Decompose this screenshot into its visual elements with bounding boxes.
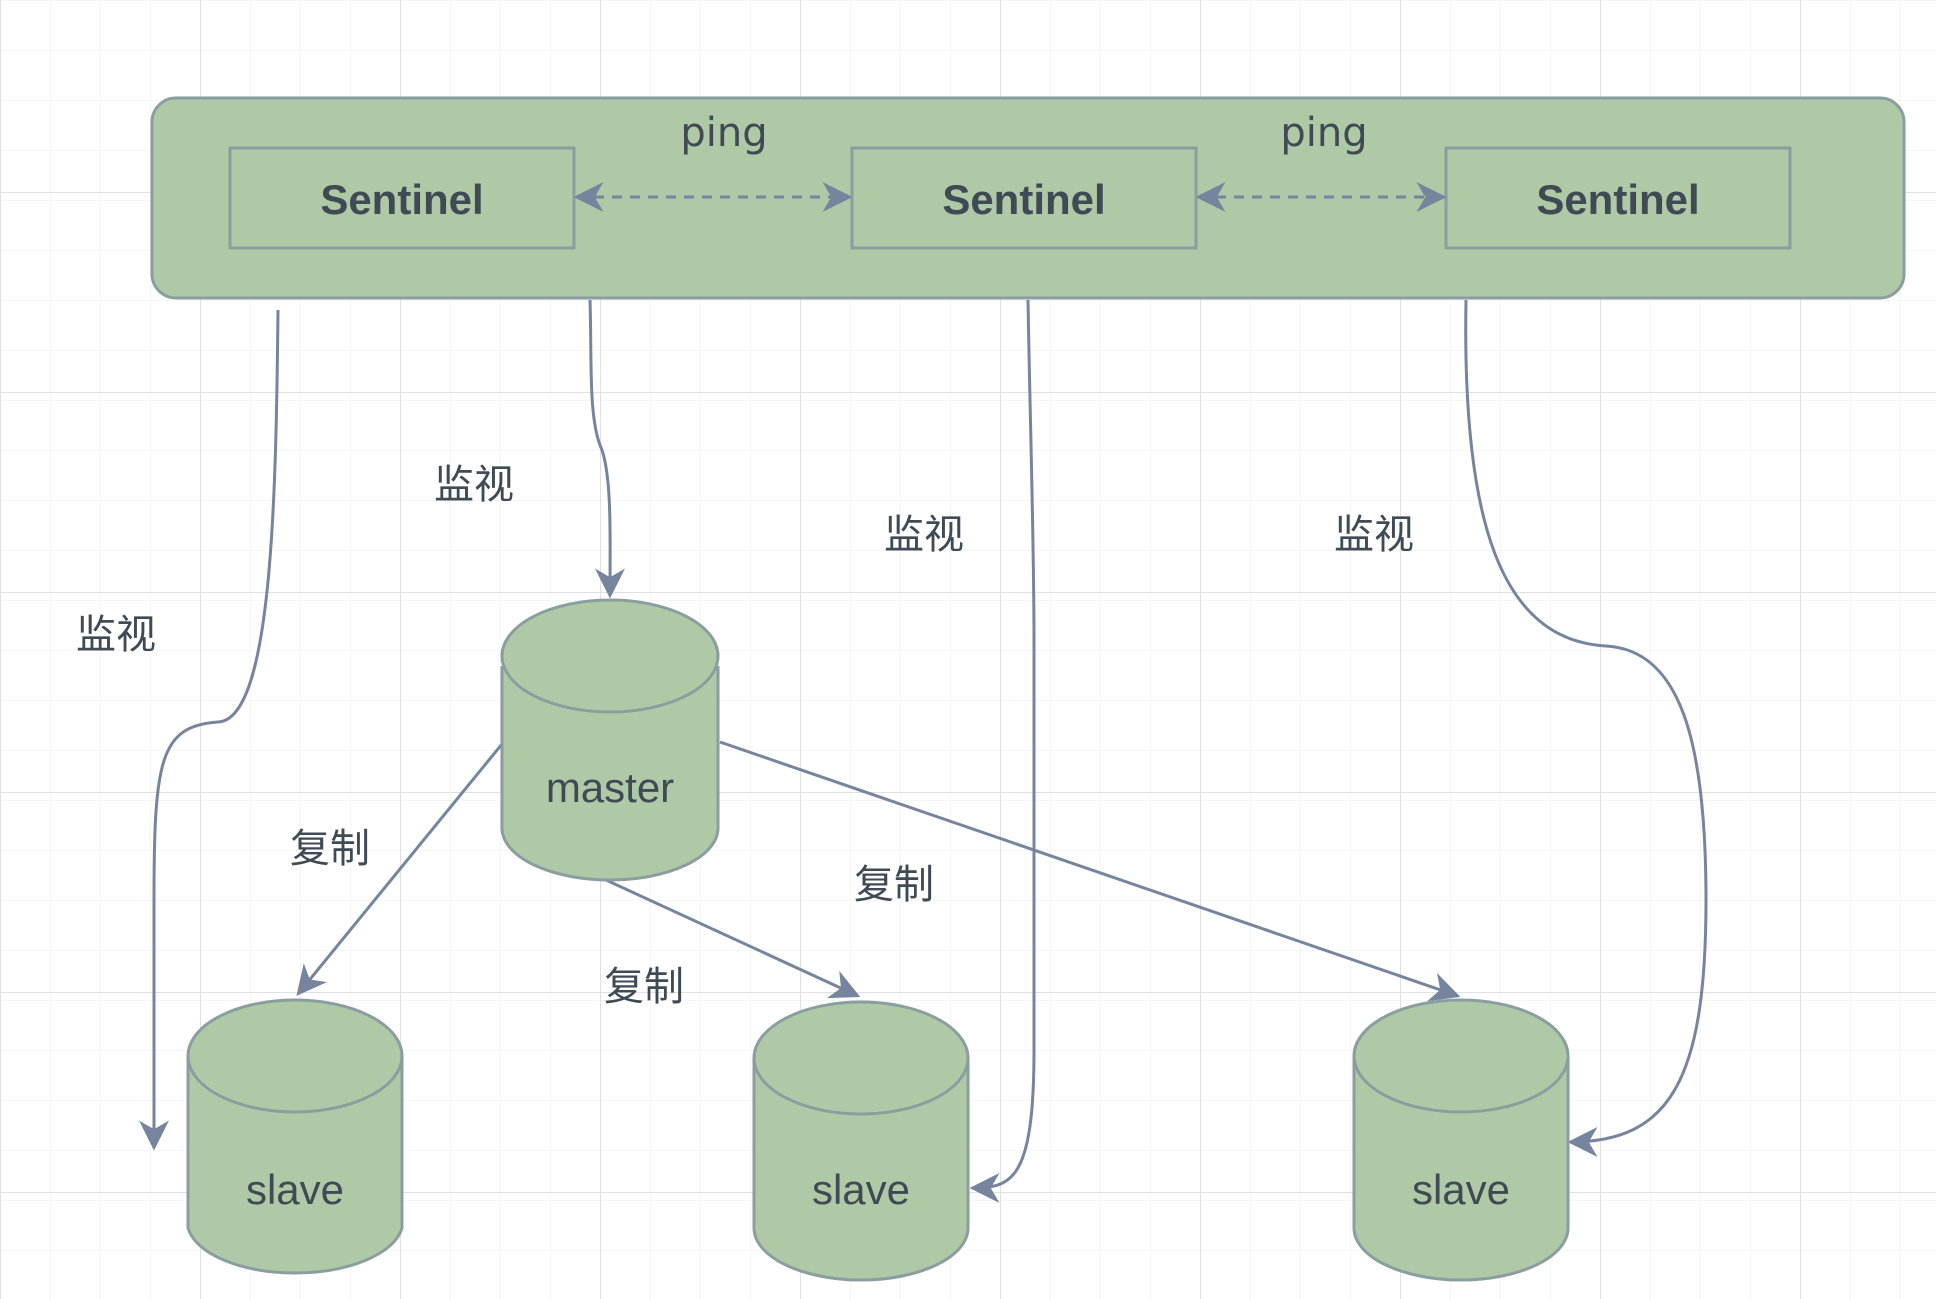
replicate-edge-to-slave-2[interactable] <box>605 878 861 999</box>
monitor-edge-to-slave-1[interactable] <box>139 309 280 1151</box>
slave-node-1[interactable]: slave <box>186 998 404 1275</box>
sentinel-node-2-label: Sentinel <box>942 176 1105 223</box>
monitor-edge-to-slave-2[interactable] <box>969 299 1036 1203</box>
sentinel-node-3[interactable]: Sentinel <box>1444 146 1792 250</box>
sentinel-node-3-label: Sentinel <box>1536 176 1699 223</box>
slave-node-3[interactable]: slave <box>1352 998 1570 1282</box>
monitor-edge-to-master[interactable] <box>588 299 626 599</box>
replicate-edge-to-slave-3[interactable] <box>719 740 1461 1002</box>
slave-node-3-label: slave <box>1412 1166 1510 1213</box>
master-node[interactable]: master <box>500 598 720 882</box>
replicate-label-3: 复制 <box>854 862 934 908</box>
monitor-label-4: 监视 <box>1334 512 1414 558</box>
replicate-label-1: 复制 <box>290 826 370 872</box>
sentinel-node-1[interactable]: Sentinel <box>228 146 576 250</box>
slave-node-2-label: slave <box>812 1166 910 1213</box>
sentinel-node-1-label: Sentinel <box>320 176 483 223</box>
monitor-edge-to-slave-3[interactable] <box>1464 299 1708 1157</box>
replicate-label-2: 复制 <box>604 964 684 1010</box>
replicate-edge-to-slave-1[interactable] <box>296 743 504 996</box>
monitor-label-1: 监视 <box>76 612 156 658</box>
ping-label-1: ping <box>680 110 767 156</box>
master-node-label: master <box>546 764 674 811</box>
slave-node-2[interactable]: slave <box>752 1000 970 1282</box>
monitor-label-2: 监视 <box>434 462 514 508</box>
slave-node-1-label: slave <box>246 1166 344 1213</box>
ping-label-2: ping <box>1280 110 1367 156</box>
sentinel-node-2[interactable]: Sentinel <box>850 146 1198 250</box>
monitor-label-3: 监视 <box>884 512 964 558</box>
